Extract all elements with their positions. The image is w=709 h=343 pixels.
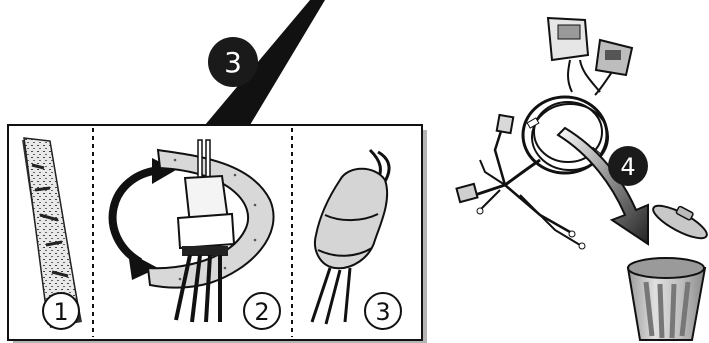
panel-label-2-text: 2 [254, 298, 269, 326]
callout-step-3: 3 [208, 37, 258, 87]
panel-label-1: 1 [43, 293, 79, 329]
panel-label-2: 2 [244, 293, 280, 329]
callout-step-4-label: 4 [620, 153, 635, 181]
wire-harness-icon [456, 18, 632, 249]
down-arrow-icon [558, 128, 648, 244]
panel-label-3-text: 3 [375, 298, 390, 326]
callout-step-4: 4 [608, 146, 648, 186]
callout-step-3-label: 3 [224, 46, 242, 79]
panel-label-3: 3 [365, 293, 401, 329]
panel-label-1-text: 1 [53, 298, 68, 326]
